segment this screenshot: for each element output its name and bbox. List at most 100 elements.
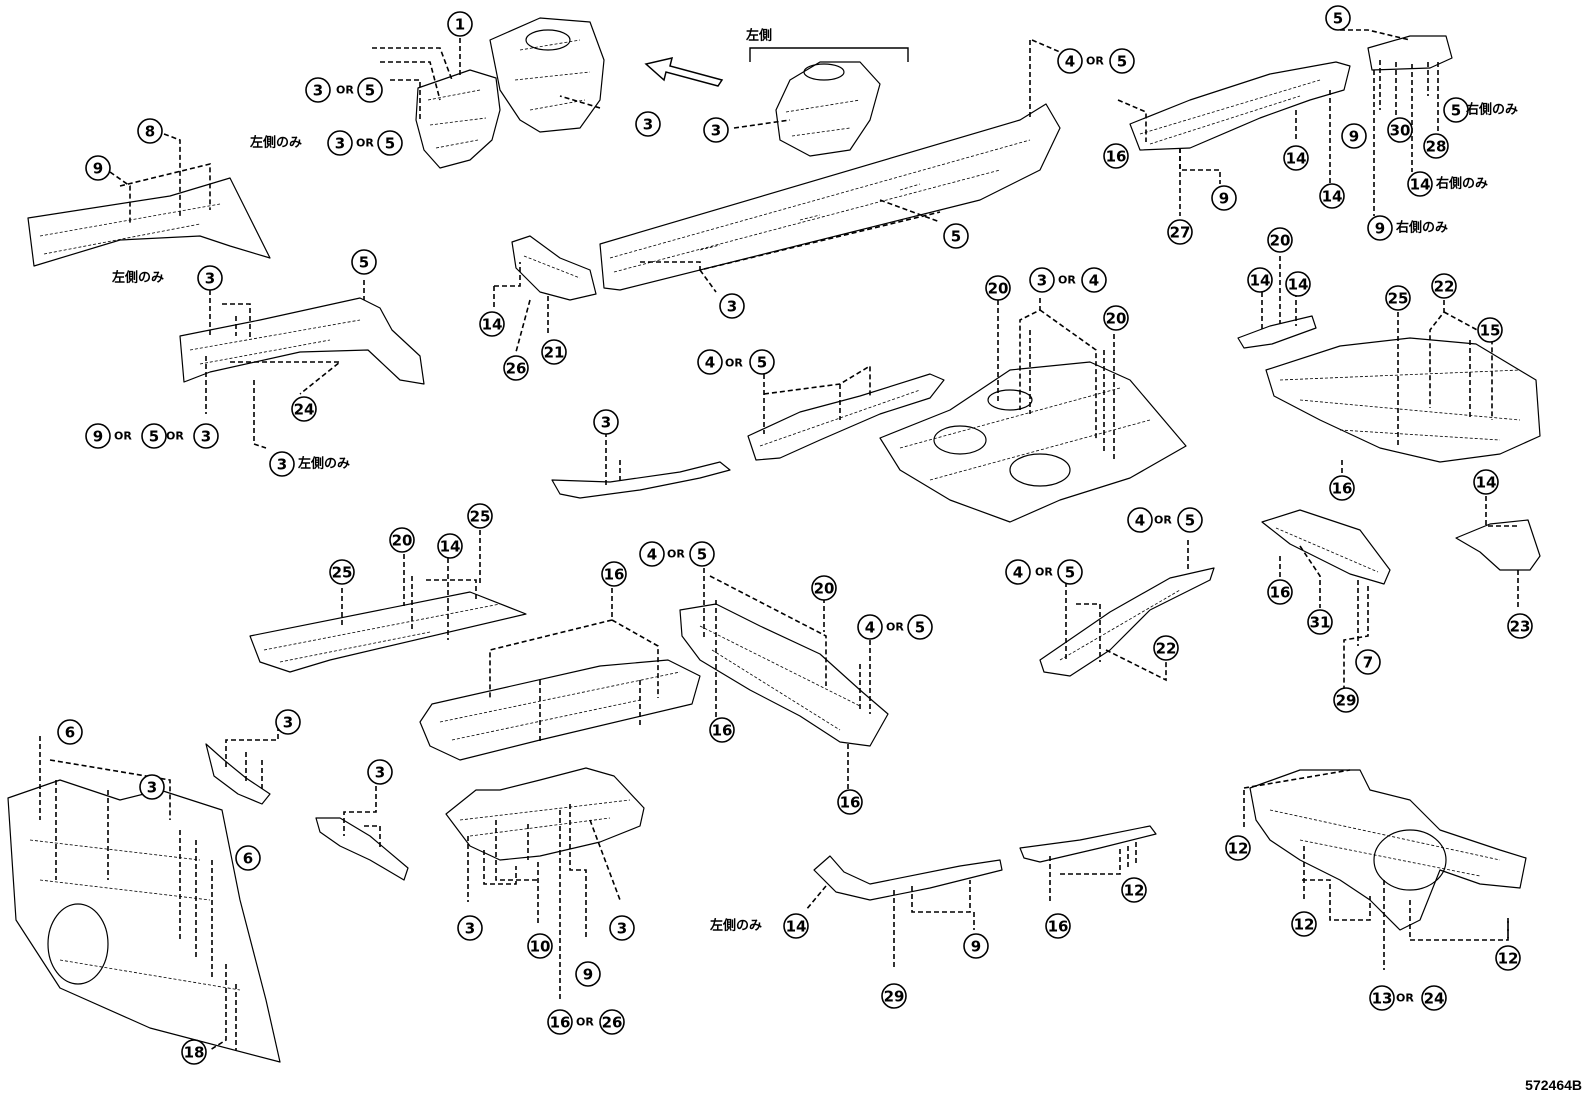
callout-14: 14 xyxy=(1283,145,1309,171)
callout-circle xyxy=(709,717,735,743)
or-label-13: OR xyxy=(1396,992,1414,1005)
rear-floor-pan xyxy=(1265,337,1541,463)
callout-5: 5 xyxy=(1177,507,1203,533)
callout-circle xyxy=(1387,117,1413,143)
callout-circle xyxy=(1005,559,1031,585)
center-crossmember xyxy=(679,603,889,747)
callout-4: 4 xyxy=(857,614,883,640)
center-floor-panel xyxy=(249,591,527,673)
callout-3: 3 xyxy=(139,774,165,800)
callout-circle xyxy=(457,915,483,941)
callout-circle xyxy=(1477,317,1503,343)
callout-circle xyxy=(907,614,933,640)
callout-18: 18 xyxy=(181,1039,207,1065)
callout-5: 5 xyxy=(1109,48,1135,74)
callout-number: 9 xyxy=(1375,220,1385,238)
callout-number: 14 xyxy=(1322,188,1343,206)
callout-number: 6 xyxy=(243,850,253,868)
callout-circle xyxy=(963,933,989,959)
callout-9: 9 xyxy=(575,961,601,987)
callout-circle xyxy=(327,130,353,156)
callout-circle xyxy=(719,293,745,319)
floor-crossmember-10 xyxy=(445,767,645,861)
callout-13: 13 xyxy=(1369,985,1395,1011)
callout-circle xyxy=(1283,145,1309,171)
callout-number: 14 xyxy=(482,316,503,334)
callout-3: 3 xyxy=(305,77,331,103)
callout-3: 3 xyxy=(367,759,393,785)
dash-panel xyxy=(7,779,281,1063)
callout-number: 27 xyxy=(1170,224,1191,242)
callout-circle xyxy=(1177,507,1203,533)
rear-bracket-top xyxy=(1367,35,1453,71)
callout-number: 3 xyxy=(201,428,211,446)
callout-number: 12 xyxy=(1228,840,1249,858)
callout-circle xyxy=(1267,227,1293,253)
diagram-code: 572464B xyxy=(1525,1077,1582,1093)
callout-14: 14 xyxy=(1247,267,1273,293)
or-label-12: OR xyxy=(576,1016,594,1029)
callout-circle xyxy=(857,614,883,640)
part-shapes xyxy=(7,17,1541,1063)
callout-14: 14 xyxy=(1285,271,1311,297)
callout-number: 4 xyxy=(1089,272,1099,290)
callout-number: 5 xyxy=(951,228,961,246)
callout-number: 8 xyxy=(145,123,155,141)
callout-circle xyxy=(139,774,165,800)
callout-circle xyxy=(837,789,863,815)
or-label-3: OR xyxy=(114,430,132,443)
small-bracket-3b xyxy=(315,817,409,881)
callout-16: 16 xyxy=(709,717,735,743)
callout-1: 1 xyxy=(447,11,473,37)
callout-16: 16 xyxy=(1045,913,1071,939)
callout-number: 29 xyxy=(884,988,905,1006)
direction-arrow xyxy=(644,56,724,87)
callout-circle xyxy=(1267,579,1293,605)
callout-circle xyxy=(181,1039,207,1065)
callout-5: 5 xyxy=(377,130,403,156)
callout-circle xyxy=(1057,559,1083,585)
callout-number: 20 xyxy=(1106,310,1127,328)
callout-circle xyxy=(1103,305,1129,331)
callout-number: 3 xyxy=(205,270,215,288)
callout-25: 25 xyxy=(1385,285,1411,311)
callout-circle xyxy=(1225,835,1251,861)
callout-number: 26 xyxy=(506,360,527,378)
callout-circle xyxy=(1167,219,1193,245)
side-member-long xyxy=(599,103,1061,291)
callout-number: 12 xyxy=(1498,950,1519,968)
callout-circle xyxy=(197,265,223,291)
callout-number: 3 xyxy=(277,456,287,474)
callout-number: 16 xyxy=(550,1014,571,1032)
or-label-4: OR xyxy=(166,430,184,443)
callout-circle xyxy=(1369,985,1395,1011)
callout-number: 14 xyxy=(786,918,807,936)
callout-circle xyxy=(305,77,331,103)
callout-circle xyxy=(1333,687,1359,713)
rear-suspension-member xyxy=(1249,769,1527,931)
callout-circle xyxy=(811,575,837,601)
callout-3: 3 xyxy=(635,111,661,137)
callout-5: 5 xyxy=(1057,559,1083,585)
callout-circle xyxy=(1495,945,1521,971)
callout-number: 5 xyxy=(365,82,375,100)
callout-circle xyxy=(367,759,393,785)
callout-number: 14 xyxy=(1288,276,1309,294)
callout-circle xyxy=(467,503,493,529)
callout-number: 18 xyxy=(184,1044,205,1062)
callout-3: 3 xyxy=(593,409,619,435)
callout-number: 21 xyxy=(544,344,565,362)
callout-circle xyxy=(689,541,715,567)
callout-number: 3 xyxy=(375,764,385,782)
callout-number: 16 xyxy=(840,794,861,812)
callout-circle xyxy=(1127,507,1153,533)
callout-number: 20 xyxy=(814,580,835,598)
callout-9: 9 xyxy=(85,155,111,181)
callout-3: 3 xyxy=(609,915,635,941)
callout-14: 14 xyxy=(479,311,505,337)
callout-3: 3 xyxy=(457,915,483,941)
callout-number: 5 xyxy=(1185,512,1195,530)
callout-number: 3 xyxy=(283,714,293,732)
callout-5: 5 xyxy=(1325,5,1351,31)
